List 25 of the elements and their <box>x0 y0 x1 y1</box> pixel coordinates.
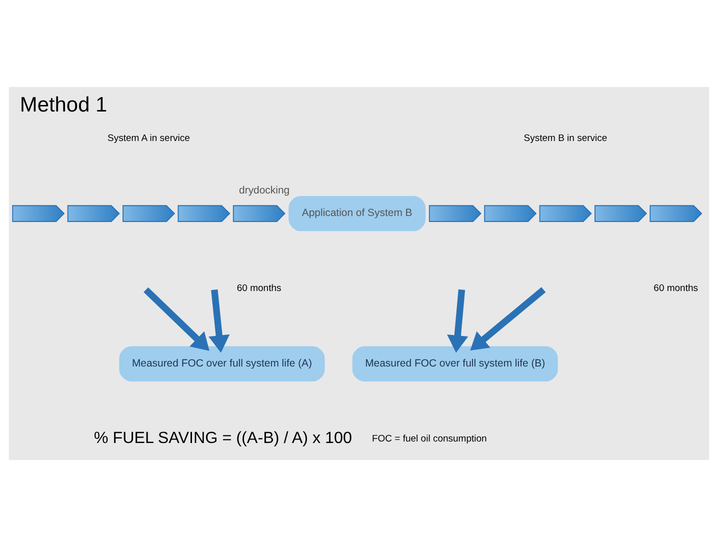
node-chevron <box>594 204 648 222</box>
node-chevron <box>650 204 702 222</box>
node-chevron <box>122 204 176 222</box>
arrow <box>144 286 210 350</box>
label: 60 months <box>654 282 698 294</box>
label: % FUEL SAVING = ((A-B) / A) x 100 <box>94 428 352 446</box>
label: FOC = fuel oil consumption <box>372 432 487 444</box>
label: 60 months <box>236 282 282 294</box>
node-chevron <box>67 204 120 222</box>
node-chevron <box>232 204 286 222</box>
node-chevron <box>428 204 482 222</box>
node-box: Measured FOC over full system life (A) <box>119 346 325 381</box>
node-chevron <box>539 204 592 222</box>
node-chevron <box>178 204 230 222</box>
node-label: drydocking <box>239 184 290 196</box>
node-chevron <box>484 204 537 222</box>
arrow <box>447 288 468 352</box>
node-box: Measured FOC over full system life (B) <box>352 346 558 381</box>
label: System A in service <box>108 132 190 144</box>
label: System B in service <box>524 132 608 144</box>
arrow <box>208 288 230 352</box>
node-box: Application of System B <box>288 195 426 231</box>
node-chevron <box>12 204 65 222</box>
diagram-title: Method 1 <box>20 92 108 116</box>
arrow <box>470 286 546 350</box>
